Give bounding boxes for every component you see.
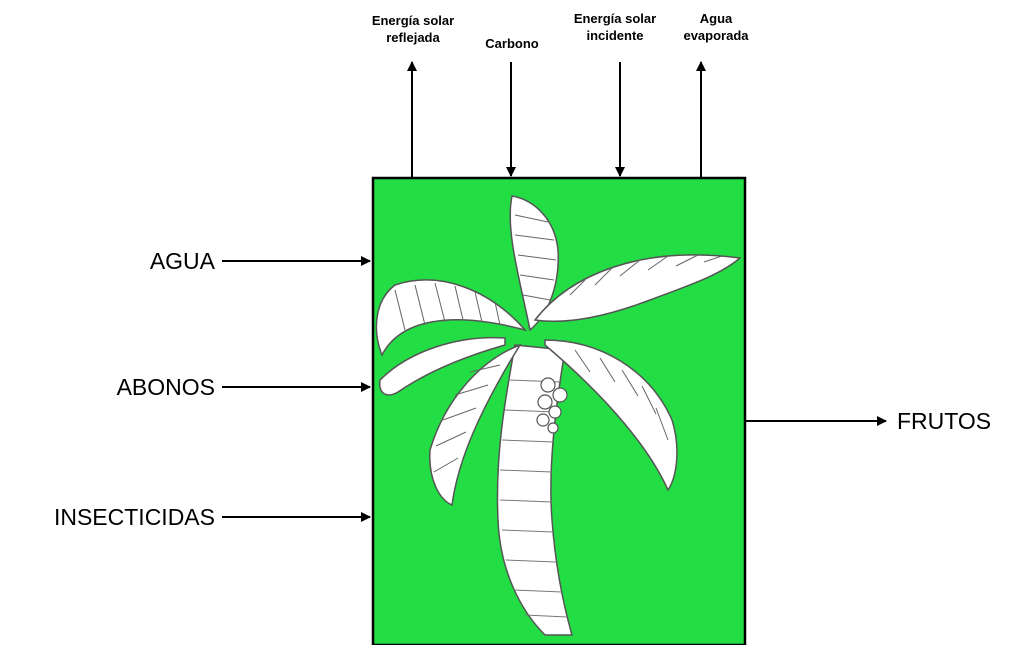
label-frutos: FRUTOS xyxy=(897,408,991,434)
label-insecticidas: INSECTICIDAS xyxy=(54,504,215,530)
label-incident-energy-line2: incidente xyxy=(557,27,673,44)
label-incident-energy-line1: Energía solar xyxy=(557,10,673,27)
label-evaporated-water: Agua evaporada xyxy=(676,10,756,44)
label-evaporated-water-line1: Agua xyxy=(676,10,756,27)
label-abonos: ABONOS xyxy=(117,374,215,400)
label-reflected-energy: Energía solar reflejada xyxy=(358,12,468,46)
label-incident-energy: Energía solar incidente xyxy=(557,10,673,44)
label-carbon: Carbono xyxy=(470,35,554,52)
label-evaporated-water-line2: evaporada xyxy=(676,27,756,44)
label-carbon-text: Carbono xyxy=(470,35,554,52)
label-reflected-energy-line1: Energía solar xyxy=(358,12,468,29)
label-agua: AGUA xyxy=(150,248,215,274)
label-reflected-energy-line2: reflejada xyxy=(358,29,468,46)
